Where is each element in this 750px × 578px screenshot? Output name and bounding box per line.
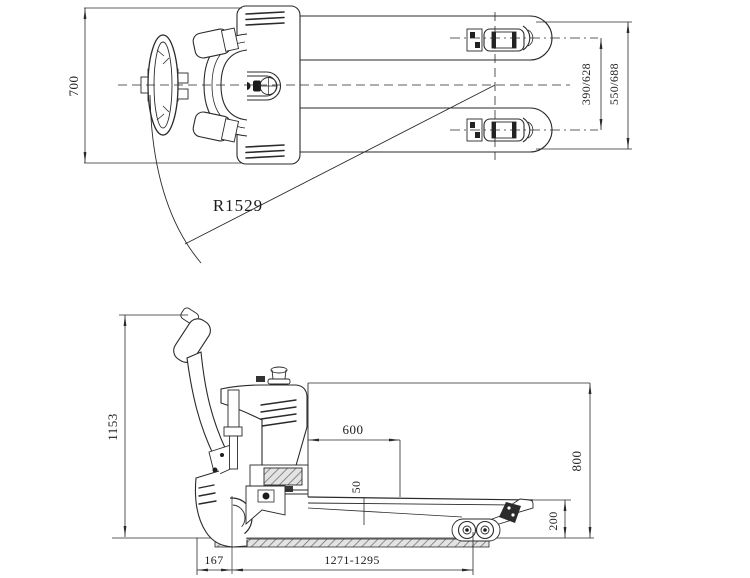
wheel-skirt	[194, 470, 248, 548]
pivot-bolt	[262, 492, 270, 500]
tiller-height-label: 1153	[105, 413, 120, 441]
fork-thickness-label: 50	[349, 481, 363, 494]
hood-slats	[260, 399, 297, 427]
tiller-arm	[186, 351, 227, 457]
dim-chassis-width-700: 700	[66, 7, 242, 164]
hydraulic-filler-cap	[267, 366, 291, 385]
vent-slats-top	[245, 11, 285, 26]
center-lines	[118, 12, 598, 160]
rear-overhang-label: 167	[204, 553, 223, 567]
body-length-label: 600	[343, 422, 364, 437]
turning-radius-arc	[149, 94, 202, 264]
chassis-width-label: 700	[66, 76, 81, 97]
roller-link	[499, 502, 521, 523]
load-roller-top-view	[466, 28, 525, 52]
pivot-bracket	[257, 489, 275, 503]
side-view: 1153 600 50 800 200	[105, 307, 594, 575]
steering-column	[223, 389, 243, 470]
chassis-top-view	[232, 5, 301, 165]
chassis-side-view	[220, 366, 309, 497]
fork-tip-cutout	[522, 25, 531, 51]
lift-height-label: 200	[546, 511, 560, 530]
switch-nub	[256, 376, 265, 382]
overall-fork-width-label: 550/688	[607, 63, 621, 105]
ground-hatch	[214, 538, 490, 548]
dim-body-length-600: 600	[308, 422, 401, 497]
dim-fork-center-distance: 390/628	[579, 38, 603, 130]
fork-length-label: 1271-1295	[324, 553, 380, 567]
dim-overall-height-800: 800	[308, 382, 592, 538]
fork-center-distance-label: 390/628	[579, 63, 593, 105]
hood	[220, 384, 308, 470]
dim-lift-height-200: 200	[533, 499, 571, 538]
control-lever-pods	[192, 27, 240, 143]
dim-tiller-height-1153: 1153	[105, 314, 188, 537]
overall-height-label: 800	[569, 451, 584, 472]
dim-fork-thickness-50: 50	[349, 481, 365, 525]
vent-slats-bottom	[245, 144, 285, 159]
dim-bottom-row: 167 1271-1295	[196, 532, 474, 575]
fork-side-view	[307, 496, 534, 542]
drive-wheel	[194, 470, 286, 574]
key-switch-icon	[253, 80, 261, 92]
skirt-slats	[198, 484, 217, 505]
ground	[112, 537, 594, 548]
dim-overall-fork-width: 550/688	[536, 21, 632, 150]
turning-radius: R1529	[149, 84, 496, 264]
tandem-load-rollers	[451, 518, 501, 542]
push-rod	[307, 507, 463, 518]
top-view: R1529 700 390/628 550/688	[66, 5, 632, 264]
turning-radius-leader	[184, 84, 496, 245]
fork-tip-cutout	[522, 117, 531, 143]
fork-root-bracket	[245, 485, 286, 525]
turning-radius-label: R1529	[213, 196, 263, 215]
